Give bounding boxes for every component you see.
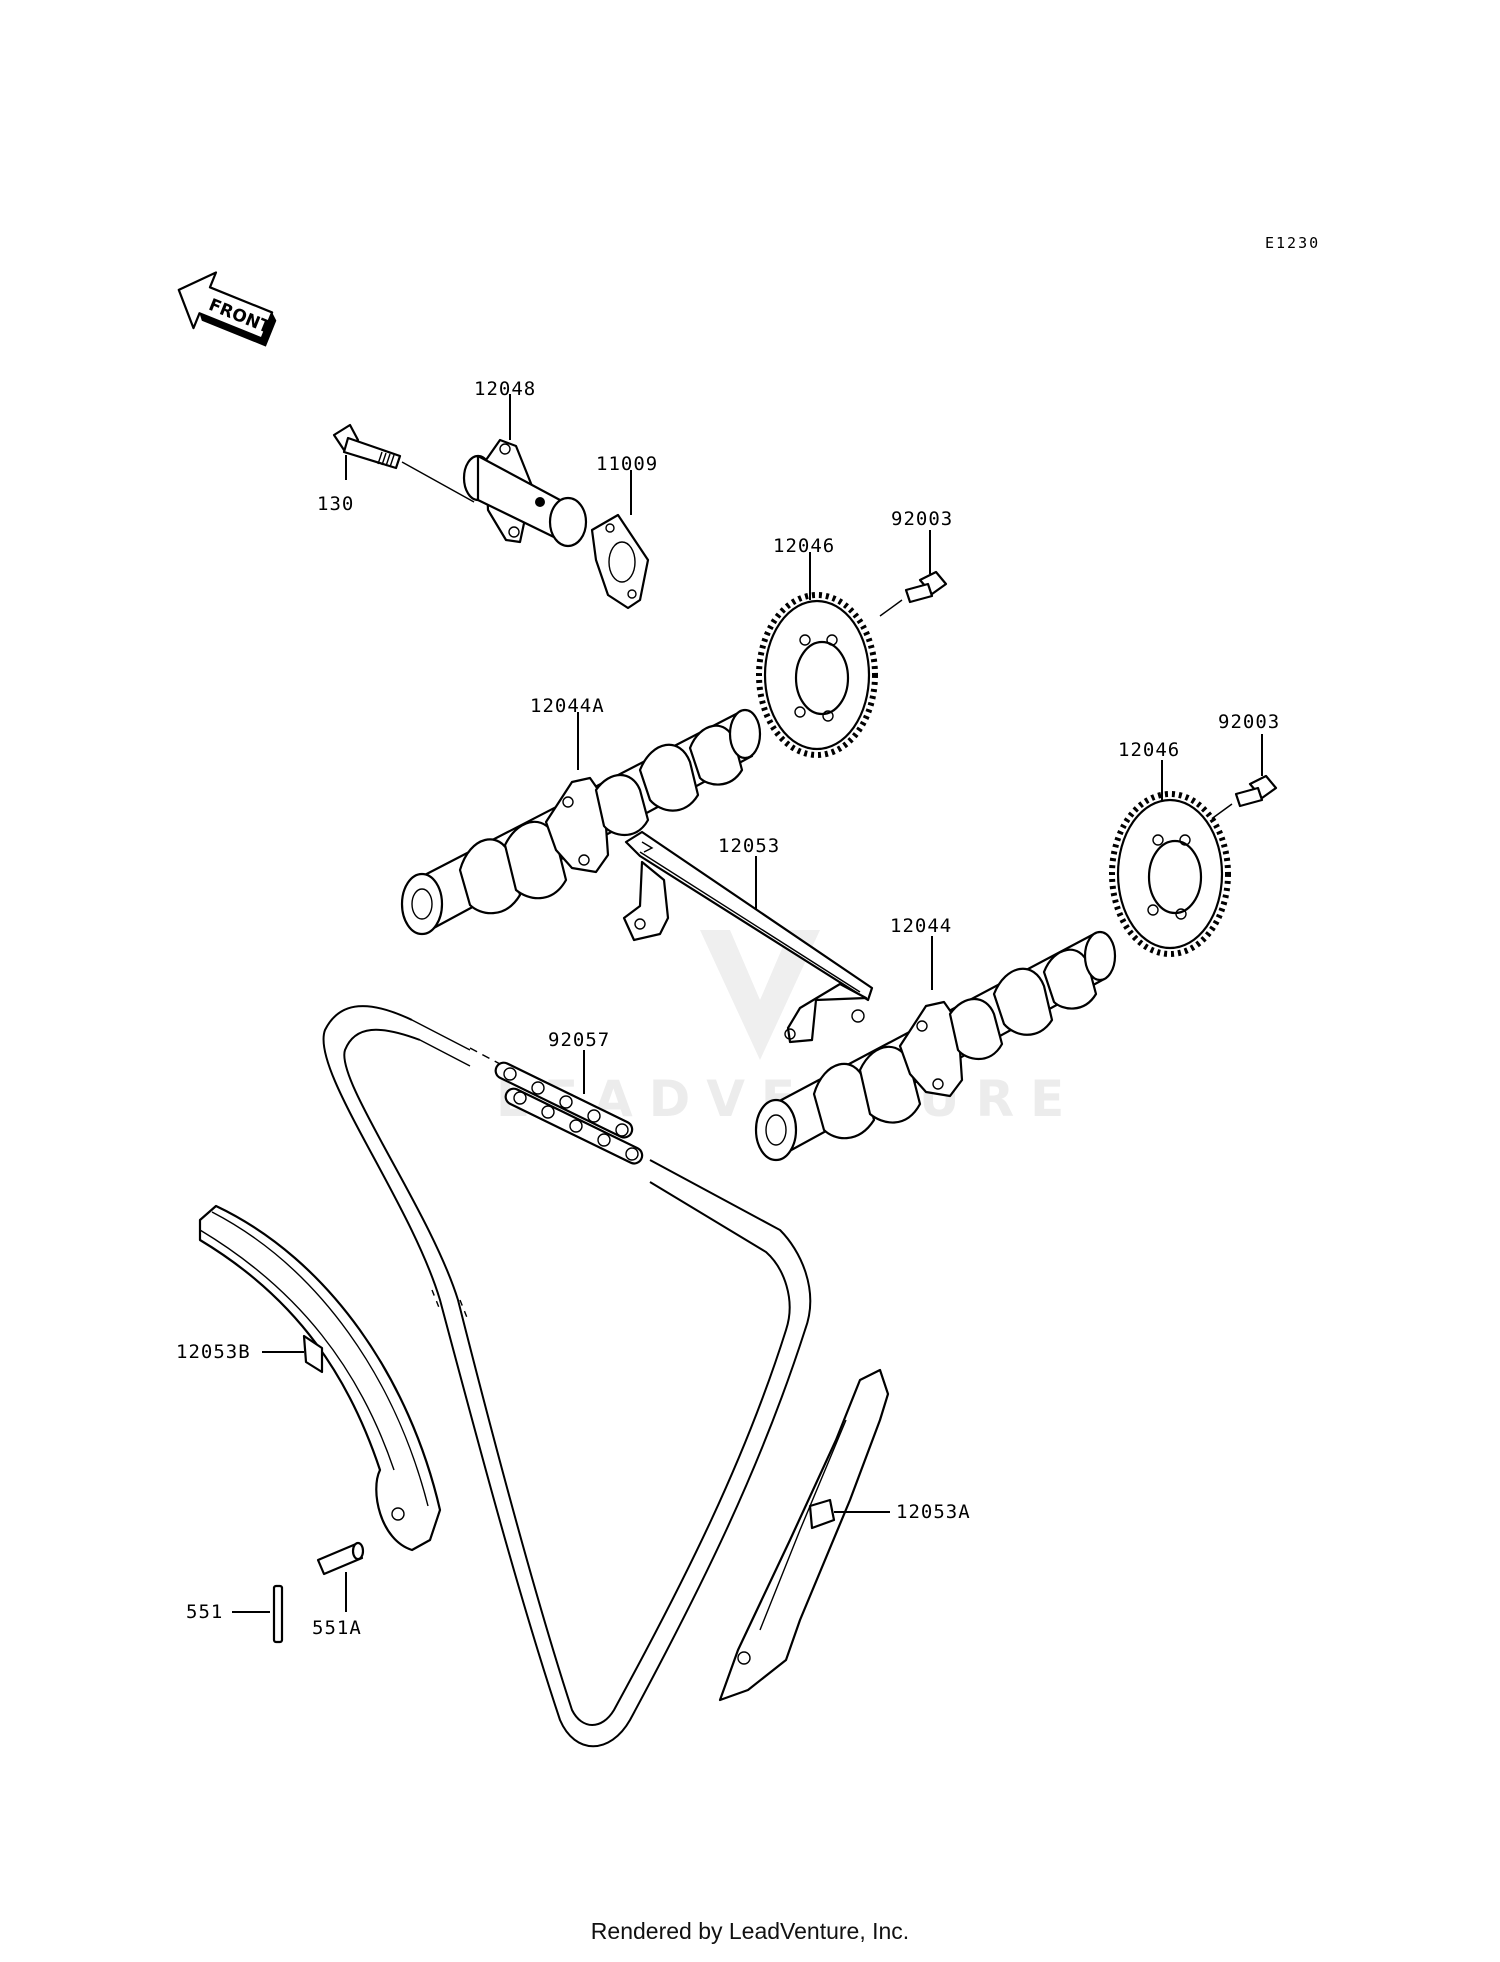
- label-12044A: 12044A: [530, 695, 605, 717]
- tensioner-12048: [462, 394, 588, 548]
- camshaft-12044: [754, 930, 1117, 1162]
- label-12053B: 12053B: [176, 1341, 251, 1363]
- label-12044: 12044: [890, 915, 952, 937]
- camshaft-12044A: [400, 708, 762, 936]
- label-12046-upper: 12046: [773, 535, 835, 557]
- label-12053A: 12053A: [896, 1501, 971, 1523]
- guide-12053B: [198, 1204, 442, 1552]
- diagram-code: E1230: [1265, 234, 1320, 252]
- chain-92057: [322, 1005, 812, 1748]
- label-12048: 12048: [474, 378, 536, 400]
- label-551A: 551A: [312, 1617, 362, 1639]
- guide-12053A: [718, 1368, 890, 1702]
- dowel-551A: [316, 1541, 365, 1612]
- chain-links: [494, 1061, 644, 1165]
- label-92003-upper: 92003: [891, 508, 953, 530]
- guide-12053: [622, 830, 874, 1044]
- label-92003-lower: 92003: [1218, 711, 1280, 733]
- label-12053: 12053: [718, 835, 780, 857]
- sprocket-12046-upper: [756, 552, 878, 758]
- front-arrow: FRONT: [177, 271, 277, 347]
- gasket-11009: [590, 470, 650, 610]
- bolt-92003-upper: [879, 530, 948, 617]
- label-11009: 11009: [596, 453, 658, 475]
- sprocket-12046-lower: [1109, 760, 1231, 957]
- label-12046-lower: 12046: [1118, 739, 1180, 761]
- label-92057: 92057: [548, 1029, 610, 1051]
- label-130: 130: [317, 493, 354, 515]
- pin-551: [232, 1584, 284, 1644]
- label-551: 551: [186, 1601, 223, 1623]
- footer-credit: Rendered by LeadVenture, Inc.: [590, 1918, 910, 1944]
- bolt-92003-lower: [1209, 734, 1278, 821]
- bolt-130: [332, 423, 475, 503]
